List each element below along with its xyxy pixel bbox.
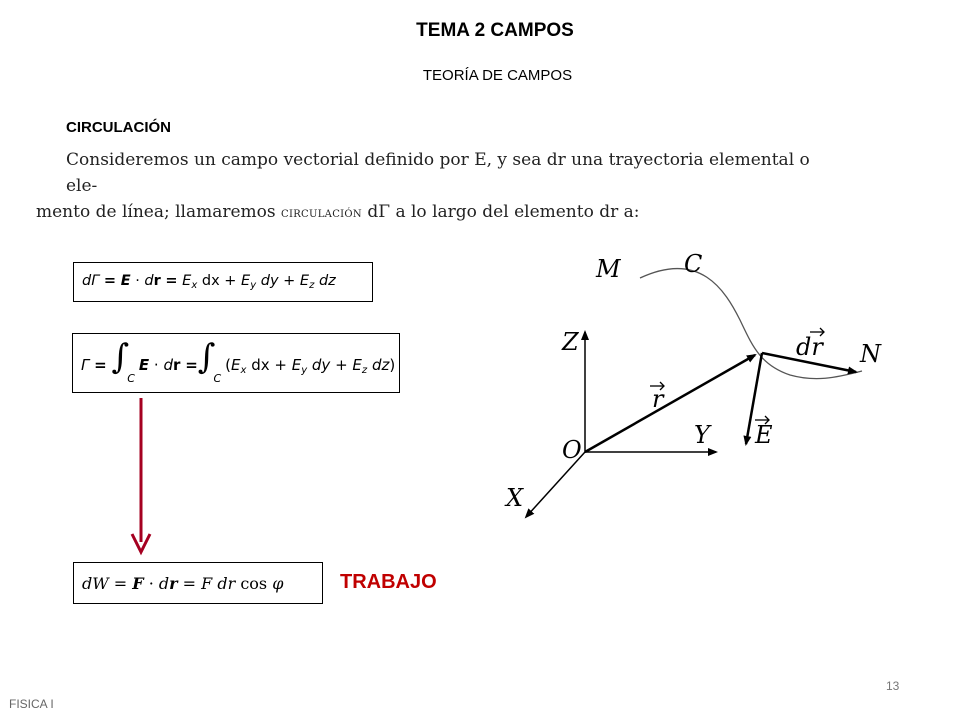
label-c: C <box>684 250 702 278</box>
label-e: E <box>754 421 773 449</box>
label-trabajo: TRABAJO <box>340 571 437 593</box>
formula-circulation-differential: dΓ = E · dr = Ex dx + Ey dy + Ez dz <box>73 262 373 302</box>
label-dr: dr <box>796 333 824 361</box>
page-subtitle: TEORÍA DE CAMPOS <box>422 67 573 84</box>
formula-3-render: dW = F · dr = F dr cos φ <box>82 573 284 593</box>
paragraph-line-2a: mento de línea; llamaremos <box>36 202 282 222</box>
label-y: Y <box>694 421 712 449</box>
footer-course: FISICA I <box>9 697 54 711</box>
position-vector-r <box>584 353 757 454</box>
label-r: r <box>652 385 665 413</box>
down-arrow-icon <box>130 398 152 556</box>
vector-dr <box>761 351 858 375</box>
x-axis <box>524 451 586 519</box>
label-z: Z <box>561 328 580 356</box>
label-m: M <box>595 255 622 283</box>
page-number: 13 <box>886 679 900 693</box>
formula-work: dW = F · dr = F dr cos φ <box>73 562 323 604</box>
label-o: O <box>562 436 582 464</box>
label-n: N <box>859 340 882 368</box>
vector-e <box>743 352 764 446</box>
paragraph-line-2b: dΓ a lo largo del elemento dr a: <box>361 202 640 222</box>
curve-c <box>639 267 863 380</box>
label-x: X <box>504 484 524 512</box>
page-title: TEMA 2 CAMPOS <box>416 20 574 41</box>
formula-2-render: Γ = ∫CE · dr =∫C(Ex dx + Ey dy + Ez dz) <box>81 336 396 385</box>
paragraph-term-circulacion: circulación <box>281 205 362 221</box>
formula-1-render: dΓ = E · dr = Ex dx + Ey dy + Ez dz <box>82 273 336 291</box>
formula-circulation-integral: Γ = ∫CE · dr =∫C(Ex dx + Ey dy + Ez dz) <box>72 333 400 393</box>
intro-paragraph: Consideremos un campo vectorial definido… <box>36 147 836 226</box>
vector-accent-marks <box>650 327 825 425</box>
section-heading: CIRCULACIÓN <box>66 119 171 136</box>
vector-field-diagram: M C Z O Y X r dr N E <box>504 250 882 519</box>
paragraph-line-1: Consideremos un campo vectorial definido… <box>66 150 810 196</box>
